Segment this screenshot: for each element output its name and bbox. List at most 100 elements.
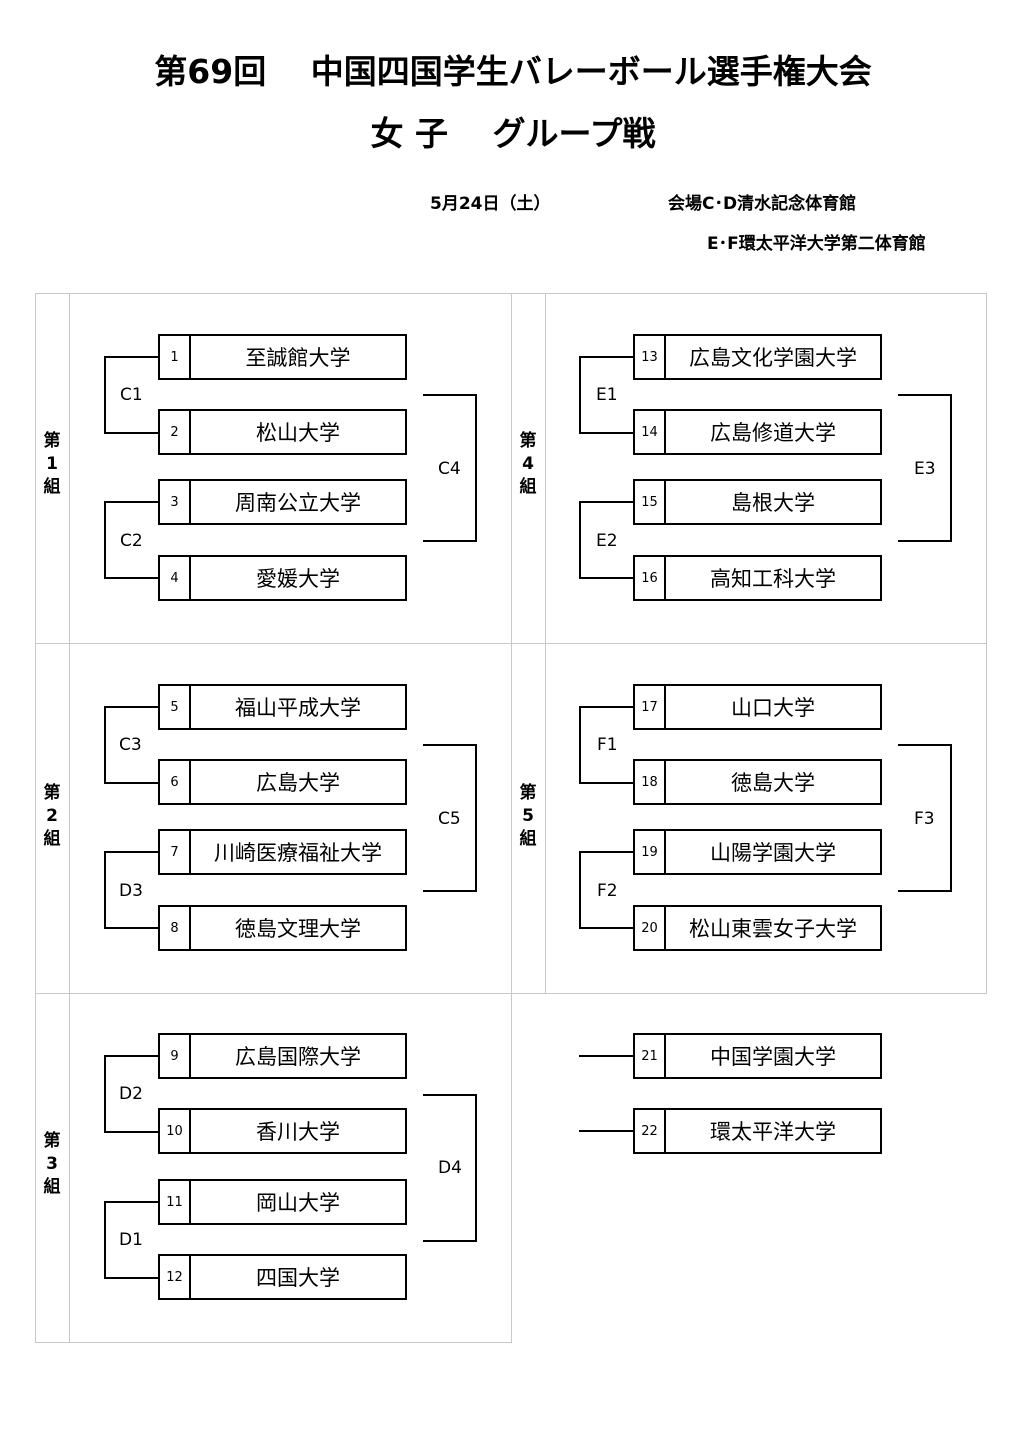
group-label-char: 組 <box>519 829 537 849</box>
bracket-line-d1 <box>104 1201 159 1279</box>
label-column-divider-right <box>545 293 546 994</box>
bracket-line-d3 <box>104 851 159 929</box>
team-number: 12 <box>160 1256 191 1298</box>
group-label-char: 組 <box>519 477 537 497</box>
page-subtitle: 女 子 グループ戦 <box>370 114 656 153</box>
team-entry-9: 9 広島国際大学 <box>158 1033 407 1079</box>
match-label-c4: C4 <box>438 459 461 479</box>
team-name: 中国学園大学 <box>710 1045 836 1069</box>
bracket-line-f1 <box>579 706 634 784</box>
team-entry-12: 12 四国大学 <box>158 1254 407 1300</box>
team-name: 広島修道大学 <box>710 421 836 445</box>
match-date: 5月24日（土） <box>430 194 551 214</box>
team-name: 山口大学 <box>731 696 815 720</box>
team-name: 周南公立大学 <box>235 491 361 515</box>
match-label-d1: D1 <box>119 1230 143 1250</box>
team-entry-22: 22 環太平洋大学 <box>633 1108 882 1154</box>
team-entry-3: 3 周南公立大学 <box>158 479 407 525</box>
group-label-char: 第 <box>43 431 61 451</box>
team-number: 13 <box>635 336 666 378</box>
team-entry-21: 21 中国学園大学 <box>633 1033 882 1079</box>
team-number: 1 <box>160 336 191 378</box>
team-entry-6: 6 広島大学 <box>158 759 407 805</box>
team-number: 21 <box>635 1035 666 1077</box>
venue-ef: E･F環太平洋大学第二体育館 <box>707 234 926 254</box>
bracket-line-c1 <box>104 356 159 434</box>
team-entry-8: 8 徳島文理大学 <box>158 905 407 951</box>
venue-cd: 会場C･D清水記念体育館 <box>668 194 857 214</box>
team-number: 9 <box>160 1035 191 1077</box>
match-label-c2: C2 <box>120 531 143 551</box>
match-label-c3: C3 <box>119 735 142 755</box>
team-entry-13: 13 広島文化学園大学 <box>633 334 882 380</box>
group-frame-5 <box>511 643 987 994</box>
match-label-e3: E3 <box>914 459 936 479</box>
group-label-char: 4 <box>522 454 534 474</box>
group-label-char: 第 <box>43 1131 61 1151</box>
group-label-3: 第 3 組 <box>35 1130 69 1199</box>
team-name: 島根大学 <box>731 491 815 515</box>
team-number: 15 <box>635 481 666 523</box>
match-label-e1: E1 <box>596 385 618 405</box>
team-number: 17 <box>635 686 666 728</box>
team-number: 22 <box>635 1110 666 1152</box>
bracket-line-c3 <box>104 706 159 784</box>
group-label-char: 第 <box>519 783 537 803</box>
team-name: 香川大学 <box>256 1120 340 1144</box>
group-label-char: 組 <box>43 829 61 849</box>
group-label-char: 組 <box>43 1177 61 1197</box>
group-label-char: 3 <box>46 1154 58 1174</box>
bracket-line-d2 <box>104 1055 159 1133</box>
match-label-f1: F1 <box>597 735 618 755</box>
team-number: 6 <box>160 761 191 803</box>
group-label-char: 1 <box>46 454 58 474</box>
group-label-char: 第 <box>519 431 537 451</box>
group-label-char: 2 <box>46 806 58 826</box>
team-name: 環太平洋大学 <box>710 1120 836 1144</box>
match-label-e2: E2 <box>596 531 618 551</box>
bracket-line-d4 <box>423 1094 477 1242</box>
page-title: 第69回 中国四国学生バレーボール選手権大会 <box>154 52 872 91</box>
group-label-5: 第 5 組 <box>511 782 545 851</box>
match-label-c5: C5 <box>438 809 461 829</box>
match-label-d2: D2 <box>119 1084 143 1104</box>
team-number: 18 <box>635 761 666 803</box>
team-name: 松山東雲女子大学 <box>689 917 857 941</box>
team-entry-11: 11 岡山大学 <box>158 1179 407 1225</box>
team-entry-19: 19 山陽学園大学 <box>633 829 882 875</box>
team-number: 7 <box>160 831 191 873</box>
match-label-f2: F2 <box>597 881 618 901</box>
match-label-f3: F3 <box>914 809 935 829</box>
team-entry-1: 1 至誠館大学 <box>158 334 407 380</box>
match-label-c1: C1 <box>120 385 143 405</box>
bracket-line-e2 <box>579 501 634 579</box>
team-name: 広島文化学園大学 <box>689 346 857 370</box>
group-label-char: 5 <box>522 806 534 826</box>
team-entry-20: 20 松山東雲女子大学 <box>633 905 882 951</box>
team-name: 川崎医療福祉大学 <box>214 841 382 865</box>
team-name: 至誠館大学 <box>245 346 351 370</box>
team-name: 四国大学 <box>256 1266 340 1290</box>
team-number: 3 <box>160 481 191 523</box>
bracket-line-f2 <box>579 851 634 929</box>
team-number: 10 <box>160 1110 191 1152</box>
team-number: 19 <box>635 831 666 873</box>
team-entry-18: 18 徳島大学 <box>633 759 882 805</box>
team-number: 11 <box>160 1181 191 1223</box>
group-label-char: 第 <box>43 783 61 803</box>
team-entry-15: 15 島根大学 <box>633 479 882 525</box>
match-label-d4: D4 <box>438 1158 462 1178</box>
team-number: 8 <box>160 907 191 949</box>
bracket-line-c5 <box>423 744 477 892</box>
group-label-2: 第 2 組 <box>35 782 69 851</box>
team-entry-7: 7 川崎医療福祉大学 <box>158 829 407 875</box>
team-name: 広島大学 <box>256 771 340 795</box>
bracket-line-f3 <box>898 744 952 892</box>
team-name: 福山平成大学 <box>235 696 361 720</box>
team-name: 徳島文理大学 <box>235 917 361 941</box>
entry-line-22 <box>579 1130 634 1132</box>
team-name: 愛媛大学 <box>256 567 340 591</box>
bracket-line-c2 <box>104 501 159 579</box>
team-entry-2: 2 松山大学 <box>158 409 407 455</box>
